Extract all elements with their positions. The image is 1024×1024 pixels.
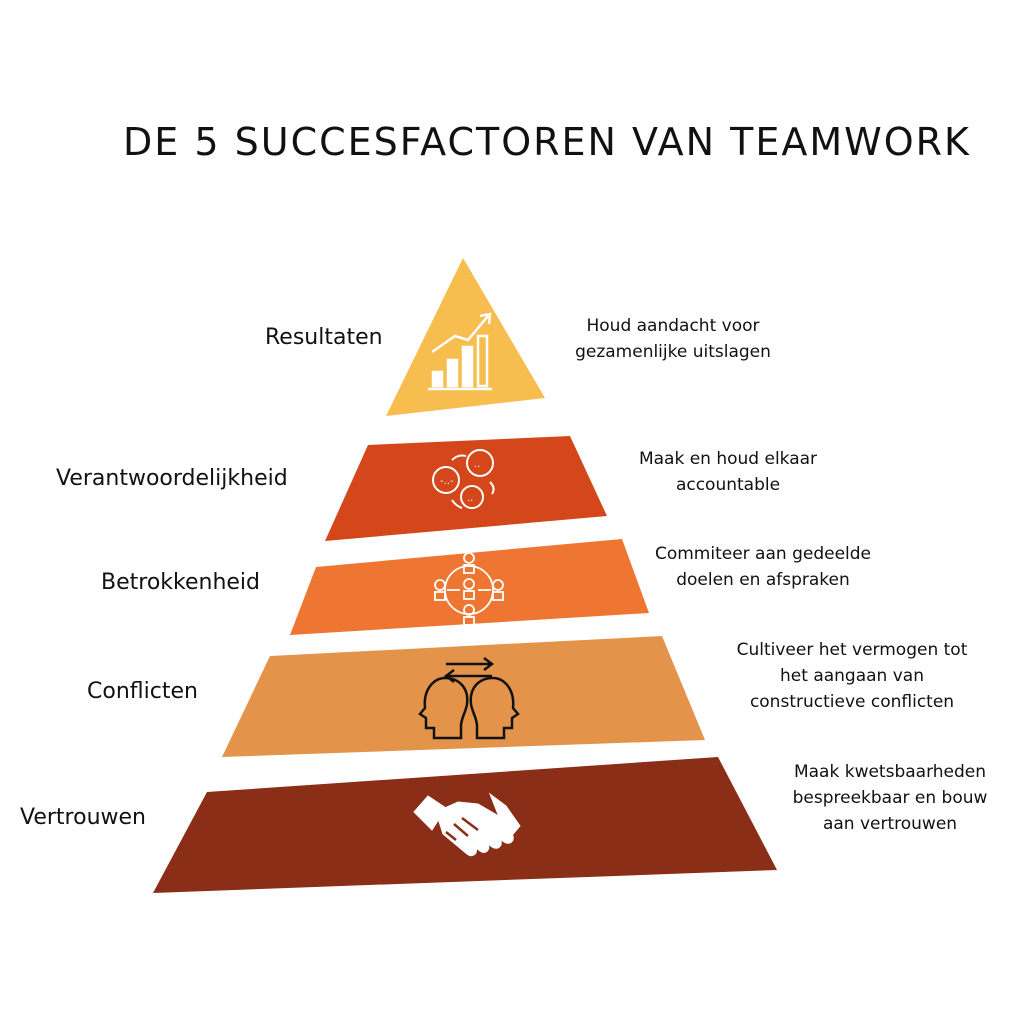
level-description-vertrouwen: Maak kwetsbaarheden bespreekbaar en bouw… xyxy=(770,759,1010,837)
description-line: bespreekbaar en bouw xyxy=(792,788,988,808)
level-label-verantwoordelijkheid: Verantwoordelijkheid xyxy=(56,466,288,491)
level-label-betrokkenheid: Betrokkenheid xyxy=(101,570,261,595)
svg-text:..: .. xyxy=(467,493,473,504)
description-line: het aangaan van xyxy=(780,666,924,686)
level-description-verantwoordelijkheid: Maak en houd elkaar accountable xyxy=(603,446,853,498)
level-label-conflicten: Conflicten xyxy=(87,679,198,704)
handshake-icon xyxy=(413,792,521,857)
page-title: DE 5 SUCCESFACTOREN VAN TEAMWORK xyxy=(123,120,971,164)
level-label-resultaten: Resultaten xyxy=(265,325,383,350)
level-label-vertrouwen: Vertrouwen xyxy=(20,805,146,830)
heads-exchange-icon xyxy=(418,657,520,740)
description-line: Maak en houd elkaar xyxy=(638,449,818,469)
description-line: constructieve conflicten xyxy=(749,692,955,712)
description-line: Commiteer aan gedeelde xyxy=(654,544,872,564)
pyramid-level-conflicten xyxy=(222,636,705,757)
description-line: doelen en afspraken xyxy=(676,570,850,590)
description-line: Cultiveer het vermogen tot xyxy=(736,640,968,660)
svg-text:..: .. xyxy=(474,459,480,470)
level-description-conflicten: Cultiveer het vermogen tot het aangaan v… xyxy=(712,637,992,715)
chat-bubbles-icon: -..- .. .. xyxy=(432,449,495,509)
growth-chart-icon xyxy=(428,312,492,391)
description-line: accountable xyxy=(675,475,781,495)
level-description-betrokkenheid: Commiteer aan gedeelde doelen en afsprak… xyxy=(638,541,888,593)
svg-text:-..-: -..- xyxy=(440,476,454,487)
description-line: aan vertrouwen xyxy=(822,814,958,834)
team-network-icon xyxy=(434,552,504,626)
description-line: gezamenlijke uitslagen xyxy=(575,342,771,362)
description-line: Maak kwetsbaarheden xyxy=(793,762,987,782)
pyramid-level-resultaten xyxy=(386,258,545,416)
pyramid-level-betrokkenheid xyxy=(290,539,649,635)
level-description-resultaten: Houd aandacht voor gezamenlijke uitslage… xyxy=(538,313,808,365)
description-line: Houd aandacht voor xyxy=(586,316,760,336)
